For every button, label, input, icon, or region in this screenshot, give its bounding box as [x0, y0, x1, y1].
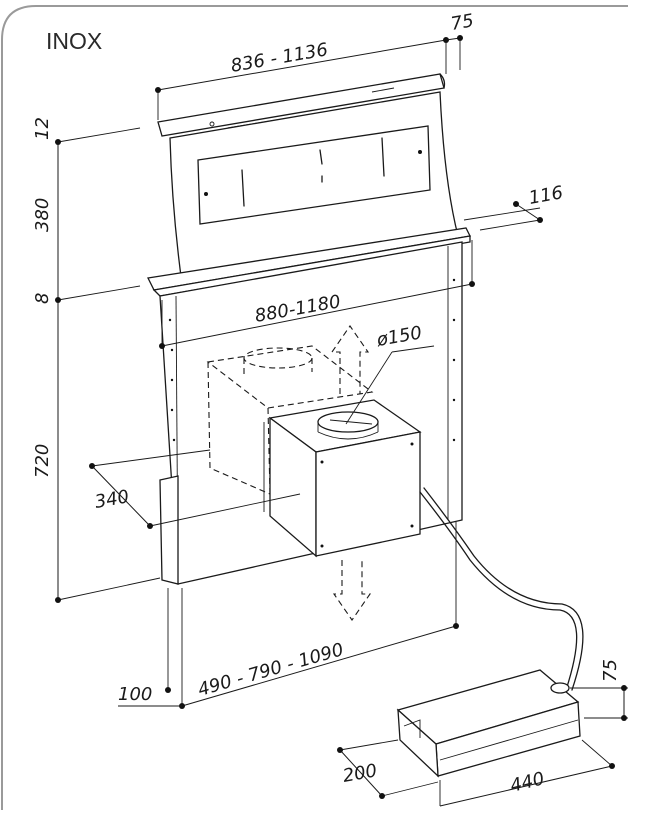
- dim-top-thickness: 12: [32, 117, 53, 140]
- dim-flange-depth: 116: [527, 182, 564, 209]
- dim-motor-width: 440: [508, 768, 546, 797]
- title-text: INOX: [46, 28, 102, 54]
- hood-top: [147, 73, 471, 297]
- dim-fan-depth: 340: [93, 486, 130, 513]
- dim-flange-thickness: 8: [32, 293, 53, 304]
- motor-cable: [419, 491, 578, 691]
- dim-base-offset: 100: [118, 684, 152, 705]
- fan-unit: [263, 399, 422, 558]
- frame-border: [1, 5, 628, 810]
- motor-cable-outer: [423, 487, 584, 691]
- dim-panel-height: 380: [32, 198, 53, 232]
- dimension-lines: [55, 35, 628, 807]
- dim-top-width: 836 - 1136: [229, 39, 329, 77]
- airflow-arrow-up: [330, 325, 370, 394]
- motor-unit: [396, 669, 581, 778]
- body-screws: [168, 278, 456, 442]
- dim-top-offset: 75: [449, 10, 475, 35]
- dim-motor-depth: 200: [341, 760, 378, 787]
- airflow-arrow-down: [332, 560, 372, 621]
- dim-body-width: 490 - 790 - 1090: [196, 639, 346, 701]
- dim-motor-height: 75: [600, 659, 621, 682]
- dim-body-height: 720: [32, 444, 53, 478]
